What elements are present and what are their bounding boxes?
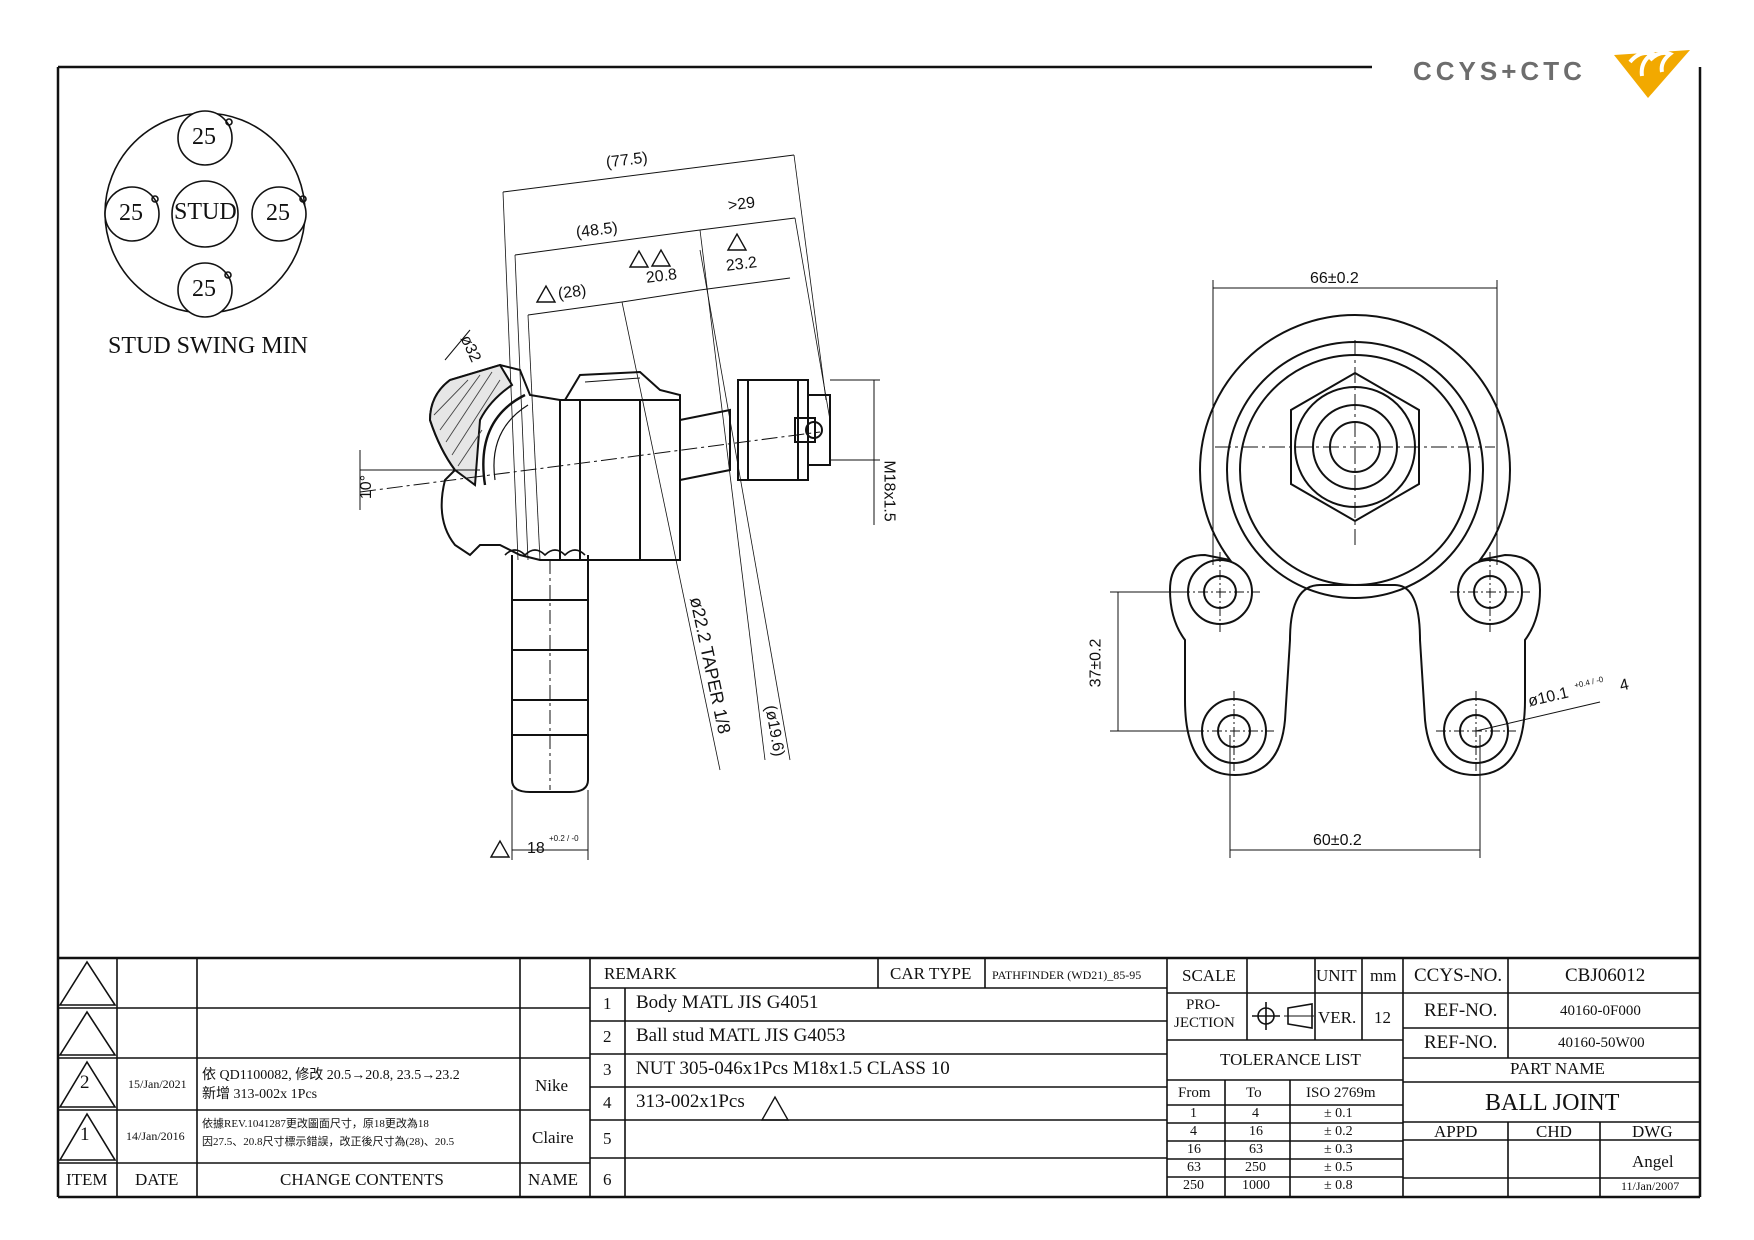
remark-no-6: 6 <box>603 1170 612 1189</box>
rev-mark-2: 2 <box>80 1072 90 1093</box>
tolerance-title: TOLERANCE LIST <box>1220 1050 1361 1069</box>
ccys-no-label: CCYS-NO. <box>1414 965 1503 986</box>
rev-header-item: ITEM <box>66 1170 108 1189</box>
ball-joint-top-view <box>1168 314 1542 777</box>
remark-text-1: Body MATL JIS G4051 <box>636 992 819 1013</box>
dim-37: 37±0.2 <box>1087 638 1105 688</box>
ball-joint-side-view <box>359 363 831 793</box>
ver-label: VER. <box>1318 1008 1357 1027</box>
logo-mark <box>1614 50 1690 98</box>
remark-text-2: Ball stud MATL JIS G4053 <box>636 1025 846 1046</box>
appd-label: APPD <box>1434 1122 1478 1141</box>
tol-head-from: From <box>1178 1085 1211 1101</box>
part-name-label: PART NAME <box>1510 1059 1605 1078</box>
unit-label: UNIT <box>1316 966 1357 985</box>
dim-23-2: 23.2 <box>725 254 758 275</box>
dwg-date: 11/Jan/2007 <box>1621 1179 1680 1193</box>
scale-label: SCALE <box>1182 966 1236 985</box>
ver-value: 12 <box>1374 1008 1391 1027</box>
rev-content-1a: 依據REV.1041287更改圖面尺寸，原18更改為18 <box>202 1118 429 1130</box>
car-type-label: CAR TYPE <box>890 964 972 983</box>
swing-bottom-angle: 25 <box>192 276 216 302</box>
car-type-value: PATHFINDER (WD21)_85-95 <box>992 968 1142 982</box>
tol-head-to: To <box>1246 1085 1262 1101</box>
dim-18: 18 <box>527 840 545 857</box>
remark-text-3: NUT 305-046x1Pcs M18x1.5 CLASS 10 <box>636 1058 950 1079</box>
rev-content-2b: 新增 313-002x 1Pcs <box>202 1087 318 1102</box>
stud-swing-diagram <box>104 110 307 318</box>
tol-val-2: ± 0.2 <box>1324 1124 1353 1139</box>
rev-date-2: 15/Jan/2021 <box>128 1077 187 1091</box>
tol-from-3: 16 <box>1187 1142 1201 1157</box>
dim-60: 60±0.2 <box>1313 832 1362 849</box>
remark-no-5: 5 <box>603 1129 612 1148</box>
tol-val-4: ± 0.5 <box>1324 1160 1353 1175</box>
dim-29: >29 <box>727 194 757 215</box>
rev-header-name: NAME <box>528 1170 579 1189</box>
rev-name-2: Nike <box>535 1076 569 1095</box>
dim-thread-m18: M18x1.5 <box>880 460 898 522</box>
swing-top-angle: 25 <box>192 124 216 150</box>
dim-66: 66±0.2 <box>1310 270 1359 287</box>
tol-to-5: 1000 <box>1242 1178 1270 1193</box>
tol-to-2: 16 <box>1249 1124 1263 1139</box>
chd-label: CHD <box>1536 1122 1572 1141</box>
warning-triangles <box>489 232 748 858</box>
unit-value: mm <box>1370 966 1397 985</box>
tol-from-5: 250 <box>1183 1178 1204 1193</box>
ccys-no-value: CBJ06012 <box>1565 965 1646 986</box>
tol-to-1: 4 <box>1252 1106 1259 1121</box>
remark-text-4: 313-002x1Pcs <box>636 1091 745 1112</box>
swing-center-label: STUD <box>174 199 237 225</box>
dim-18-tol: +0.2 / -0 <box>549 834 579 843</box>
dim-28: (28) <box>557 282 588 303</box>
tol-head-std: ISO 2769m <box>1306 1085 1376 1101</box>
drawing-border <box>56 65 1702 1199</box>
rev-header-content: CHANGE CONTENTS <box>280 1170 444 1189</box>
ref1-value: 40160-0F000 <box>1560 1003 1641 1019</box>
remark-no-3: 3 <box>603 1060 612 1079</box>
rev-mark-1: 1 <box>80 1124 90 1145</box>
remark-no-2: 2 <box>603 1027 612 1046</box>
tol-to-4: 250 <box>1245 1160 1266 1175</box>
rev-name-1: Claire <box>532 1128 574 1147</box>
ref2-value: 40160-50W00 <box>1558 1035 1645 1051</box>
remark-no-1: 1 <box>603 994 612 1013</box>
tol-from-4: 63 <box>1187 1160 1201 1175</box>
remark-label: REMARK <box>604 964 677 983</box>
swing-right-angle: 25 <box>266 200 290 226</box>
remark-no-4: 4 <box>603 1093 612 1112</box>
ref1-label: REF-NO. <box>1424 1000 1498 1021</box>
rev-date-1: 14/Jan/2016 <box>126 1129 185 1143</box>
rev-header-date: DATE <box>135 1170 179 1189</box>
side-view-dimensions <box>359 154 880 860</box>
swing-left-angle: 25 <box>119 200 143 226</box>
rev-content-1b: 因27.5、20.8尺寸標示錯誤，改正後尺寸為(28)、20.5 <box>202 1136 455 1148</box>
top-view-dimensions <box>1110 280 1601 858</box>
drawer-name: Angel <box>1632 1152 1674 1171</box>
dim-angle-10: 10° <box>358 474 376 500</box>
tol-val-3: ± 0.3 <box>1324 1142 1353 1157</box>
title-block-grid <box>58 958 1700 1197</box>
logo-wordmark: CCYS+CTC <box>1413 56 1586 86</box>
ref2-label: REF-NO. <box>1424 1032 1498 1053</box>
dim-20-8: 20.8 <box>645 266 678 287</box>
swing-caption: STUD SWING MIN <box>108 333 308 359</box>
tol-from-1: 1 <box>1190 1106 1197 1121</box>
tol-val-1: ± 0.1 <box>1324 1106 1353 1121</box>
projection-label-1: PRO- <box>1186 997 1221 1013</box>
tol-val-5: ± 0.8 <box>1324 1178 1353 1193</box>
tol-to-3: 63 <box>1249 1142 1263 1157</box>
tol-from-2: 4 <box>1190 1124 1197 1139</box>
part-name-value: BALL JOINT <box>1485 1090 1620 1116</box>
projection-label-2: JECTION <box>1174 1015 1235 1031</box>
rev-content-2a: 依 QD1100082, 修改 20.5→20.8, 23.5→23.2 <box>202 1068 460 1083</box>
dwg-label: DWG <box>1632 1122 1673 1141</box>
